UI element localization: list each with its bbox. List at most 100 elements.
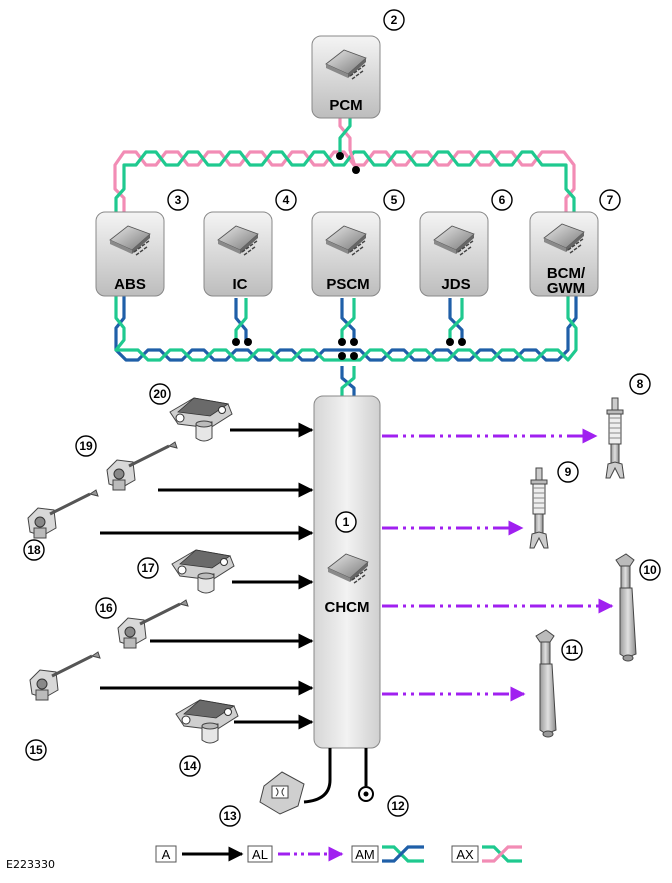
callout-9: 9 [557, 461, 579, 483]
callout-12: 12 [387, 795, 409, 817]
module-pscm: PSCM [311, 211, 381, 297]
svg-text:5: 5 [391, 193, 398, 207]
module-chcm: CHCM [313, 395, 381, 749]
module-label: ABS [114, 276, 146, 293]
callout-19: 19 [75, 435, 97, 457]
legend: A AL AM AX [155, 845, 522, 863]
legend-item-a: A [155, 845, 244, 863]
callout-4: 4 [275, 189, 297, 211]
svg-text:7: 7 [607, 193, 614, 207]
ms-can-splice [244, 338, 252, 346]
svg-text:11: 11 [566, 643, 579, 657]
module-label: JDS [441, 276, 470, 293]
module-jds: JDS [419, 211, 489, 297]
height-sensor-19-icon [105, 440, 179, 492]
callout-18: 18 [23, 539, 45, 561]
svg-text:A: A [162, 847, 171, 862]
ms-can-splice [350, 352, 358, 360]
accelerometer-20-icon [169, 397, 233, 442]
hs-can-green-wire [114, 150, 576, 212]
module-label: CHCM [325, 599, 370, 616]
ms-can-splice [338, 352, 346, 360]
callout-7: 7 [599, 189, 621, 211]
fuse-feed-wire [303, 748, 332, 804]
rear-damper-10-icon [615, 553, 637, 662]
legend-item-am: AM [351, 845, 424, 863]
ms-can-splice [446, 338, 454, 346]
svg-text:19: 19 [79, 439, 93, 453]
module-label: PCM [329, 97, 362, 114]
svg-text:2: 2 [391, 13, 398, 27]
input-signals [100, 422, 314, 730]
svg-text:13: 13 [223, 809, 237, 823]
callout-16: 16 [95, 597, 117, 619]
ms-can-splice [350, 338, 358, 346]
svg-text:3: 3 [175, 193, 182, 207]
svg-text:AM: AM [355, 847, 375, 862]
accelerometer-17-icon [171, 549, 235, 594]
svg-text:AX: AX [456, 847, 474, 862]
svg-text:15: 15 [29, 743, 43, 757]
pscm-ms-can-green-drop [340, 298, 356, 342]
ms-can-bus [114, 296, 578, 398]
ms-can-splice [458, 338, 466, 346]
callout-10: 10 [639, 559, 661, 581]
callout-6: 6 [491, 189, 513, 211]
ms-can-splice [232, 338, 240, 346]
svg-text:14: 14 [183, 759, 197, 773]
callout-5: 5 [383, 189, 405, 211]
svg-text:10: 10 [643, 563, 657, 577]
svg-text:4: 4 [283, 193, 290, 207]
ic-ms-can-green-drop [234, 298, 248, 342]
output-signals [382, 428, 614, 702]
callout-17: 17 [137, 557, 159, 579]
callout-8: 8 [629, 373, 651, 395]
svg-text:AL: AL [252, 847, 268, 862]
module-bcm-gwm: BCM/ GWM [529, 211, 599, 297]
module-ic: IC [203, 211, 273, 297]
module-pcm: PCM [311, 35, 381, 119]
module-abs: ABS [95, 211, 165, 297]
pcm-can-splice [336, 152, 344, 160]
hs-can-bus [113, 116, 576, 212]
front-damper-8-icon [605, 397, 625, 479]
front-damper-9-icon [529, 467, 549, 549]
ms-can-splice [338, 338, 346, 346]
svg-text:6: 6 [499, 193, 506, 207]
module-label: IC [233, 276, 248, 293]
module-label: GWM [547, 280, 585, 297]
callout-3: 3 [167, 189, 189, 211]
pcm-can-green-drop [338, 116, 352, 156]
accelerometer-14-icon [175, 699, 239, 744]
callout-13: 13 [219, 805, 241, 827]
svg-text:17: 17 [141, 561, 155, 575]
height-sensor-18-icon [26, 488, 100, 540]
svg-text:1: 1 [343, 515, 350, 529]
fuse-13-icon [259, 771, 305, 815]
chcm-ms-can-green-drop [340, 366, 356, 398]
svg-text:20: 20 [153, 387, 167, 401]
svg-text:12: 12 [391, 799, 405, 813]
svg-text:18: 18 [27, 543, 41, 557]
callout-15: 15 [25, 739, 47, 761]
hs-can-pink-wire [113, 150, 576, 212]
module-label: BCM/ [547, 265, 586, 282]
callout-2: 2 [383, 9, 405, 31]
legend-item-ax: AX [451, 845, 522, 863]
callout-20: 20 [149, 383, 171, 405]
figure-id: E223330 [6, 858, 55, 871]
jds-ms-can-green-drop [448, 298, 464, 342]
rear-damper-11-icon [535, 629, 557, 738]
height-sensor-15-icon [28, 650, 102, 702]
legend-item-al: AL [247, 845, 344, 863]
callouts: 1 2 3 4 5 6 7 8 9 10 11 12 13 14 15 16 1… [23, 9, 661, 827]
callout-11: 11 [561, 639, 583, 661]
callout-1: 1 [335, 511, 357, 533]
ground-12-icon [358, 786, 374, 802]
callout-14: 14 [179, 755, 201, 777]
module-label: PSCM [326, 276, 369, 293]
pcm-can-splice [352, 166, 360, 174]
svg-text:9: 9 [565, 465, 572, 479]
pcm-can-pink-drop [338, 116, 358, 171]
